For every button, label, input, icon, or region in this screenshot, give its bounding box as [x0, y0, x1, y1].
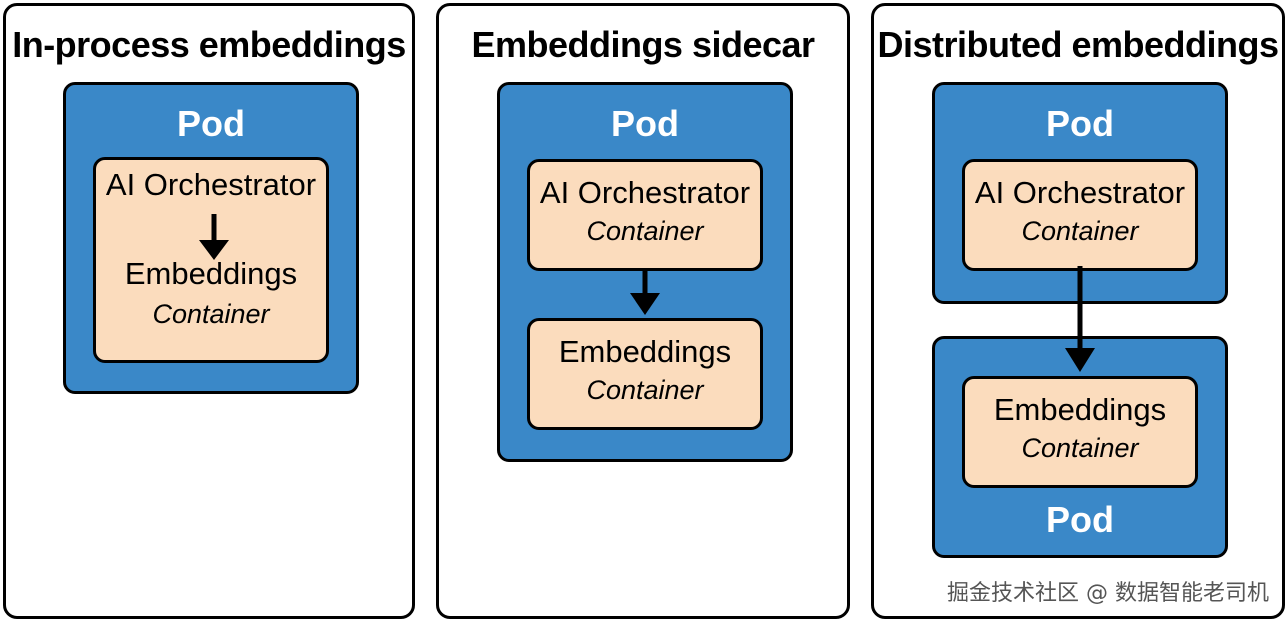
container-name-embeddings: Embeddings	[124, 256, 298, 292]
container-name: Embeddings	[993, 392, 1167, 427]
container-name-orchestrator: AI Orchestrator	[105, 167, 317, 202]
pod: Pod AI Orchestrator Embeddings Container	[63, 82, 359, 394]
panel-title: Distributed embeddings	[877, 24, 1279, 65]
container-kind: Container	[1021, 433, 1139, 464]
panel-distributed: Distributed embeddings Pod AI Orchestrat…	[871, 3, 1285, 619]
pod-top: Pod AI Orchestrator Container	[932, 82, 1228, 304]
pod: Pod AI Orchestrator Container Embeddings…	[497, 82, 793, 462]
pod-label: Pod	[1046, 103, 1114, 144]
pod-label: Pod	[611, 103, 679, 144]
container-kind: Container	[152, 299, 270, 330]
container-box-orchestrator: AI Orchestrator Container	[962, 159, 1198, 271]
container-name: AI Orchestrator	[974, 175, 1186, 210]
down-arrow-icon	[1065, 266, 1095, 372]
container-box: AI Orchestrator Embeddings Container	[93, 157, 329, 363]
container-name: AI Orchestrator	[539, 175, 751, 210]
container-name: Embeddings	[558, 334, 732, 369]
panel-sidecar: Embeddings sidecar Pod AI Orchestrator C…	[436, 3, 850, 619]
container-box-embeddings: Embeddings Container	[527, 318, 763, 430]
down-arrow-icon	[199, 214, 229, 260]
container-box-embeddings: Embeddings Container	[962, 376, 1198, 488]
watermark: 掘金技术社区 @ 数据智能老司机	[947, 581, 1269, 606]
panel-title: Embeddings sidecar	[471, 24, 815, 65]
down-arrow-icon	[630, 269, 660, 315]
container-kind: Container	[586, 375, 704, 406]
panel-in-process: In-process embeddings Pod AI Orchestrato…	[3, 3, 415, 619]
container-box-orchestrator: AI Orchestrator Container	[527, 159, 763, 271]
pod-bottom: Embeddings Container Pod	[932, 336, 1228, 558]
container-kind: Container	[586, 216, 704, 247]
pod-label: Pod	[177, 103, 245, 144]
panel-title: In-process embeddings	[12, 24, 406, 65]
pod-label: Pod	[1046, 499, 1114, 540]
container-kind: Container	[1021, 216, 1139, 247]
